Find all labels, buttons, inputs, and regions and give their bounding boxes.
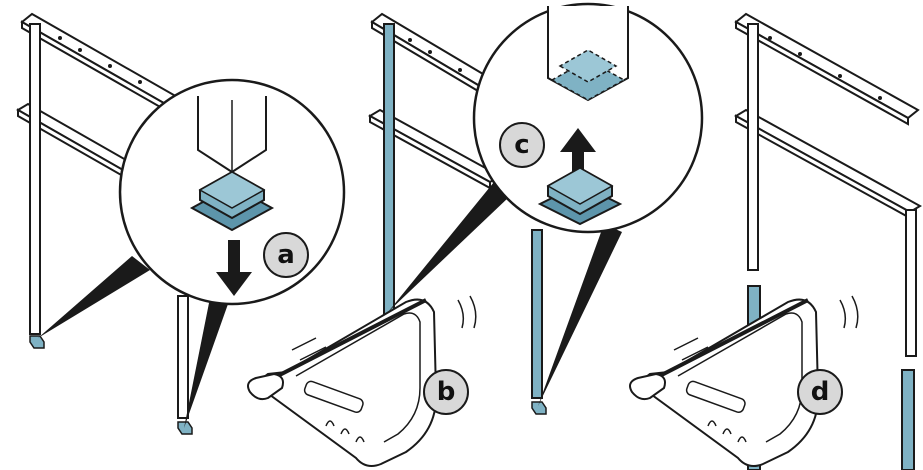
step-badge-d: d bbox=[797, 369, 843, 415]
panel-a: a bbox=[16, 12, 346, 435]
foot-cap-right bbox=[531, 401, 547, 415]
panel-bc: b c bbox=[247, 2, 704, 468]
frame-top-beam bbox=[20, 12, 202, 126]
svg-text:b: b bbox=[437, 377, 456, 407]
vibration-lines-icon bbox=[291, 295, 477, 361]
foot-cap-magnified bbox=[189, 170, 275, 232]
frame-leg-right bbox=[177, 295, 189, 419]
callout-wedge bbox=[38, 256, 150, 338]
detail-circle-a bbox=[118, 78, 346, 306]
cut-leg-piece-right bbox=[901, 369, 915, 470]
frame-leg-left-blue bbox=[383, 23, 395, 337]
svg-text:a: a bbox=[277, 240, 295, 270]
callout-wedge bbox=[538, 224, 622, 406]
frame-leg-right-upper bbox=[905, 209, 917, 357]
step-badge-c: c bbox=[499, 122, 545, 168]
detail-circle-c bbox=[472, 2, 704, 234]
hacksaw-handle bbox=[247, 372, 284, 401]
vibration-lines-icon bbox=[673, 295, 859, 361]
frame-leg-right-blue bbox=[531, 229, 543, 399]
frame-leg-left-upper bbox=[747, 23, 759, 271]
arrow-up-icon bbox=[560, 128, 596, 182]
svg-text:c: c bbox=[514, 130, 529, 160]
hacksaw-handle bbox=[629, 372, 666, 401]
foot-cap-left bbox=[29, 335, 45, 349]
frame-middle-crossbar bbox=[16, 102, 142, 182]
arrow-down-icon bbox=[216, 240, 252, 296]
frame-middle-crossbar bbox=[733, 108, 923, 220]
step-badge-a: a bbox=[263, 232, 309, 278]
frame-leg-left bbox=[29, 23, 41, 335]
step-badge-b: b bbox=[423, 369, 469, 415]
callout-wedge bbox=[184, 298, 228, 428]
foot-cap-right bbox=[177, 421, 193, 435]
svg-text:d: d bbox=[811, 377, 830, 407]
frame-top-beam bbox=[734, 12, 920, 126]
callout-wedge bbox=[388, 182, 510, 312]
panel-d: d bbox=[629, 12, 923, 470]
hacksaw bbox=[642, 298, 820, 468]
foot-cap-magnified bbox=[537, 166, 623, 226]
hacksaw bbox=[260, 298, 438, 468]
